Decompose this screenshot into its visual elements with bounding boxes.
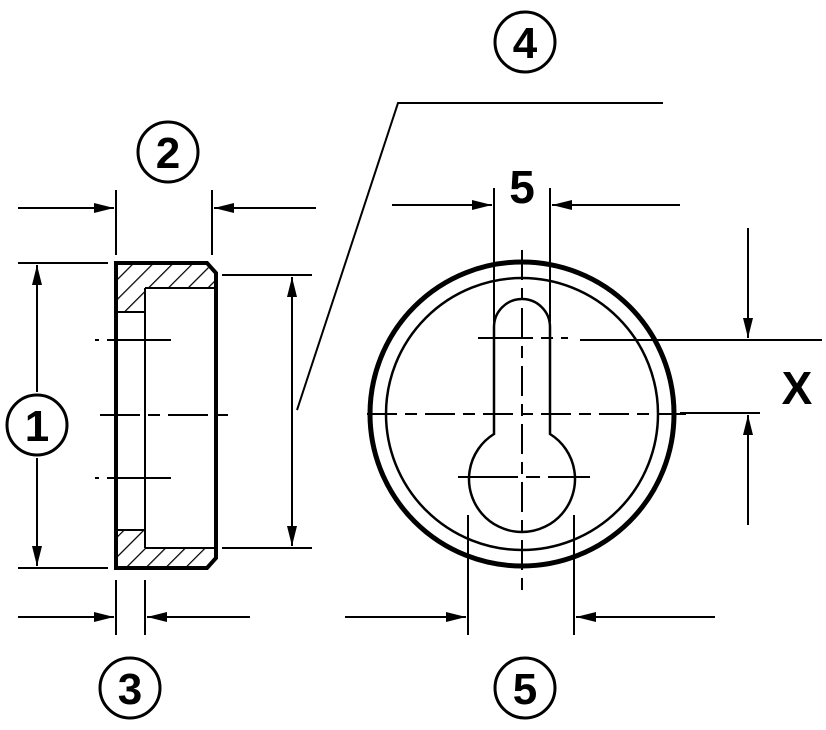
callout-3: 3 [98, 656, 162, 720]
dimension-5-bottom [345, 515, 715, 635]
svg-text:2: 2 [156, 129, 180, 178]
svg-text:5: 5 [513, 665, 537, 714]
svg-text:3: 3 [118, 665, 142, 714]
svg-text:4: 4 [513, 19, 538, 68]
leader-4 [296, 102, 663, 411]
callout-5: 5 [493, 656, 557, 720]
hatch-top [118, 265, 214, 312]
callout-1: 1 [5, 393, 69, 457]
callout-2: 2 [136, 120, 200, 184]
dim-x-label: X [782, 362, 813, 414]
cap-outline [114, 261, 218, 570]
keyhole-slot [467, 297, 577, 534]
side-view [95, 261, 236, 570]
dimension-5-top [392, 188, 680, 322]
dimension-2 [18, 190, 316, 255]
svg-text:1: 1 [25, 402, 49, 451]
dimension-1 [18, 262, 108, 569]
callout-4: 4 [493, 10, 557, 74]
dim-5-label: 5 [509, 161, 535, 213]
dimension-x [580, 228, 822, 525]
dimension-3 [18, 580, 250, 635]
front-view [367, 250, 686, 590]
dimension-inner-height [222, 274, 312, 549]
